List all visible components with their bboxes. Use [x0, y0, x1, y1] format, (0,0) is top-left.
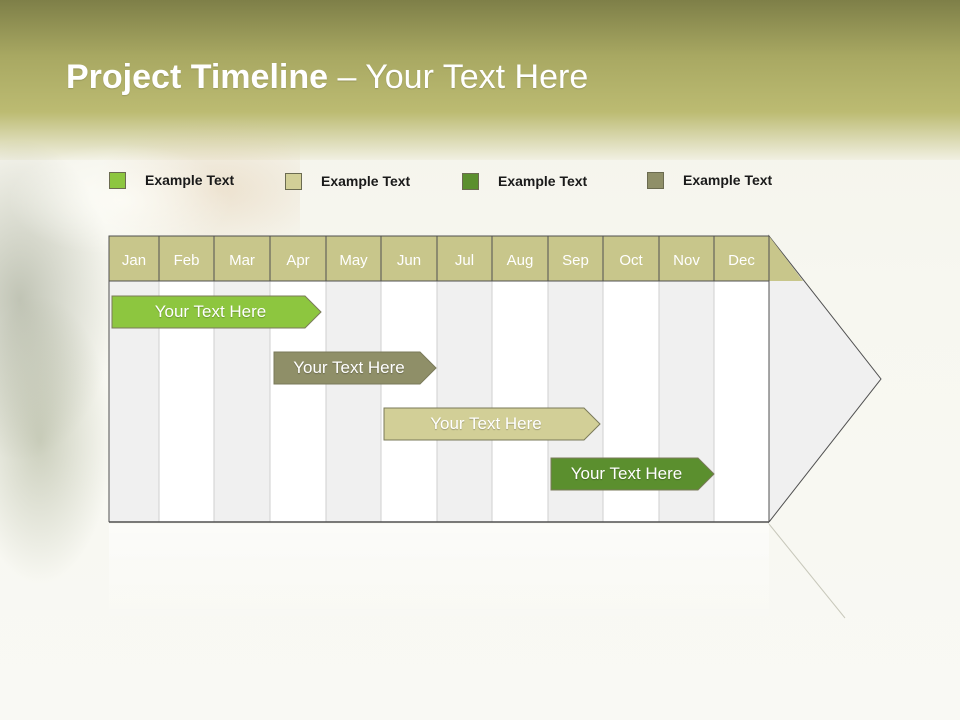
arrow-tip-header — [769, 236, 803, 281]
month-label-apr: Apr — [286, 252, 309, 269]
task-bar-2 — [273, 351, 437, 385]
month-header-row: Jan Feb Mar Apr May Jun Jul Aug Sep Oct Nov Dec — [108, 235, 770, 282]
legend-label-3: Example Text — [498, 173, 588, 189]
legend-swatch-2 — [285, 172, 302, 190]
month-label-jan: Jan — [122, 252, 146, 269]
task-bar-label-2: Your Text Here — [293, 358, 405, 377]
month-header-cell-sep — [547, 235, 604, 282]
legend-swatch-4 — [647, 171, 664, 189]
month-header-cell-apr — [269, 235, 327, 282]
task-bar-4 — [550, 457, 715, 491]
month-column-dec — [713, 280, 770, 523]
month-label-oct: Oct — [619, 252, 643, 269]
task-bar-label-1: Your Text Here — [154, 302, 267, 321]
month-header-cell-may — [325, 235, 382, 282]
legend-swatch-3 — [462, 172, 479, 190]
timeline-arrow-tip — [768, 234, 882, 524]
month-label-jul: Jul — [455, 252, 474, 269]
month-label-aug: Aug — [507, 252, 534, 269]
legend-swatch-1 — [109, 171, 126, 189]
task-bar-label-3: Your Text Here — [430, 414, 542, 433]
legend-label-2: Example Text — [321, 173, 411, 189]
month-column-may — [325, 280, 382, 523]
page-title-bold: Project Timeline — [66, 58, 329, 96]
month-label-dec: Dec — [728, 252, 755, 269]
month-label-feb: Feb — [174, 252, 200, 269]
task-bars — [111, 295, 715, 491]
legend-item-4: Example Text — [647, 170, 772, 190]
month-column-jun — [380, 280, 438, 523]
reflection-arrow-edge — [768, 523, 846, 619]
legend-item-2: Example Text — [285, 171, 410, 191]
month-column-aug — [491, 280, 549, 523]
month-label-sep: Sep — [562, 252, 589, 269]
month-header-cell-dec — [713, 235, 770, 282]
timeline-frame — [108, 235, 770, 523]
task-bar-label-4: Your Text Here — [570, 464, 683, 483]
month-header-cell-feb — [158, 235, 215, 282]
legend-label-1: Example Text — [145, 172, 235, 188]
page-title: Project Timeline – Your Text Here — [66, 58, 588, 104]
legend-item-1: Example Text — [109, 170, 234, 190]
task-bar-1 — [111, 295, 322, 329]
month-label-jun: Jun — [397, 252, 421, 269]
month-header-cell-aug — [491, 235, 549, 282]
reflection-area — [109, 524, 769, 624]
page-title-rest: – Your Text Here — [328, 58, 589, 96]
task-bar-3 — [383, 407, 601, 441]
month-header-cell-mar — [213, 235, 271, 282]
month-column-jul — [436, 280, 493, 523]
month-label-nov: Nov — [673, 252, 700, 269]
month-header-cell-jun — [380, 235, 438, 282]
timeline-reflection — [108, 523, 846, 624]
legend-item-3: Example Text — [462, 171, 587, 191]
month-label-mar: Mar — [229, 252, 255, 269]
legend-label-4: Example Text — [683, 172, 773, 188]
month-label-may: May — [339, 252, 368, 269]
month-header-cell-jul — [436, 235, 493, 282]
